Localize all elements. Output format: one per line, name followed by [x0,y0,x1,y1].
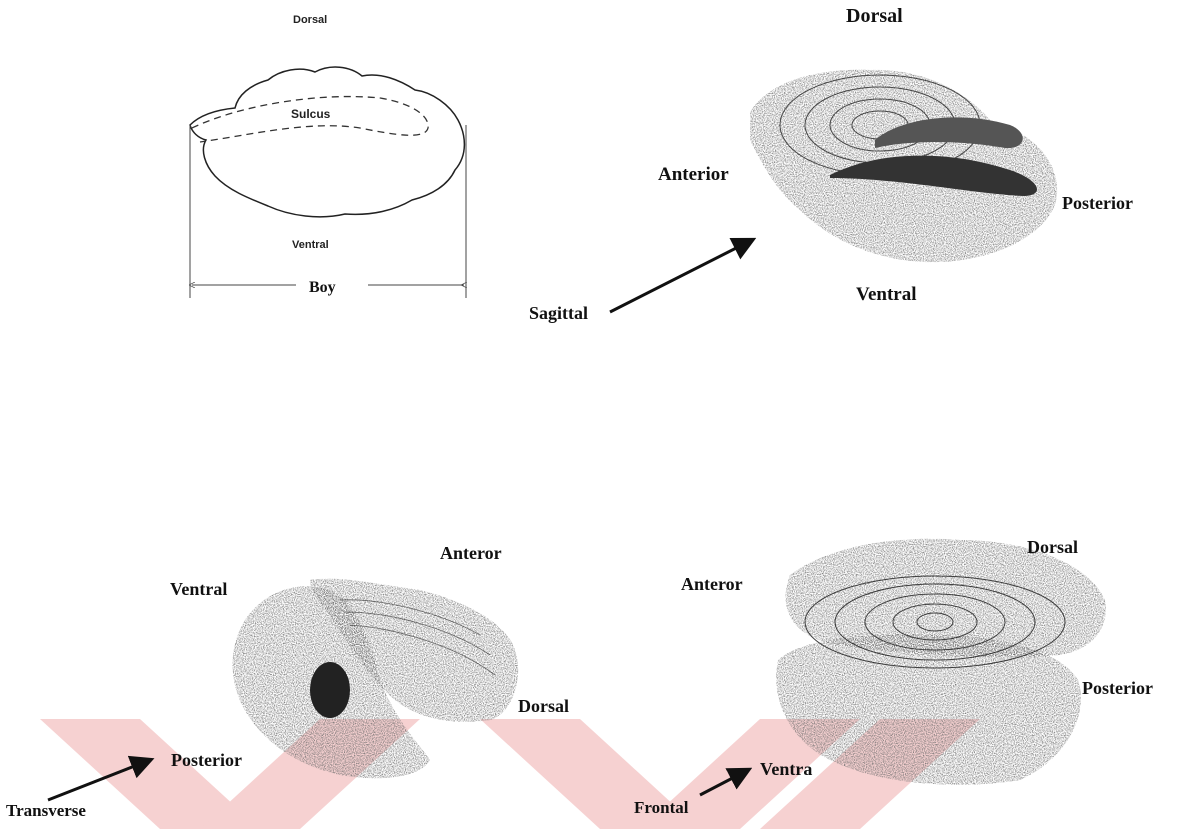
otolith-outline [190,67,464,217]
sagittal-otolith [750,70,1057,262]
transverse-posterior-label: Posterior [171,750,242,770]
sketch-sulcus-label: Sulcus [291,107,331,121]
transverse-dorsal-label: Dorsal [518,696,569,716]
sketch-ventral-label: Ventral [292,239,329,251]
transverse-otolith [233,579,519,779]
transverse-plane-label: Transverse [6,801,86,820]
sketch-length-label: Boy [309,279,336,296]
frontal-plane-label: Frontal [634,798,689,817]
sagittal-posterior-label: Posterior [1062,193,1133,213]
frontal-dorsal-label: Dorsal [1027,537,1078,557]
frontal-anterior-label: Anteror [681,574,743,594]
sketch-dorsal-label: Dorsal [293,14,327,26]
sagittal-plane-label: Sagittal [529,303,588,323]
frontal-ventral-label: Ventra [760,759,812,779]
sagittal-ventral-label: Ventral [856,284,917,305]
sketch-diagram: Dorsal Sulcus Ventral Boy [190,14,466,298]
frontal-posterior-label: Posterior [1082,678,1153,698]
sagittal-dorsal-label: Dorsal [846,5,903,27]
transverse-anterior-label: Anteror [440,543,502,563]
transverse-ventral-label: Ventral [170,579,227,599]
transverse-cavity [310,662,350,718]
frontal-otolith [776,539,1106,785]
sagittal-view: Dorsal Anterior Posterior Ventral Sagitt… [529,5,1133,323]
sagittal-anterior-label: Anterior [658,164,729,185]
sagittal-arrow [610,240,752,312]
